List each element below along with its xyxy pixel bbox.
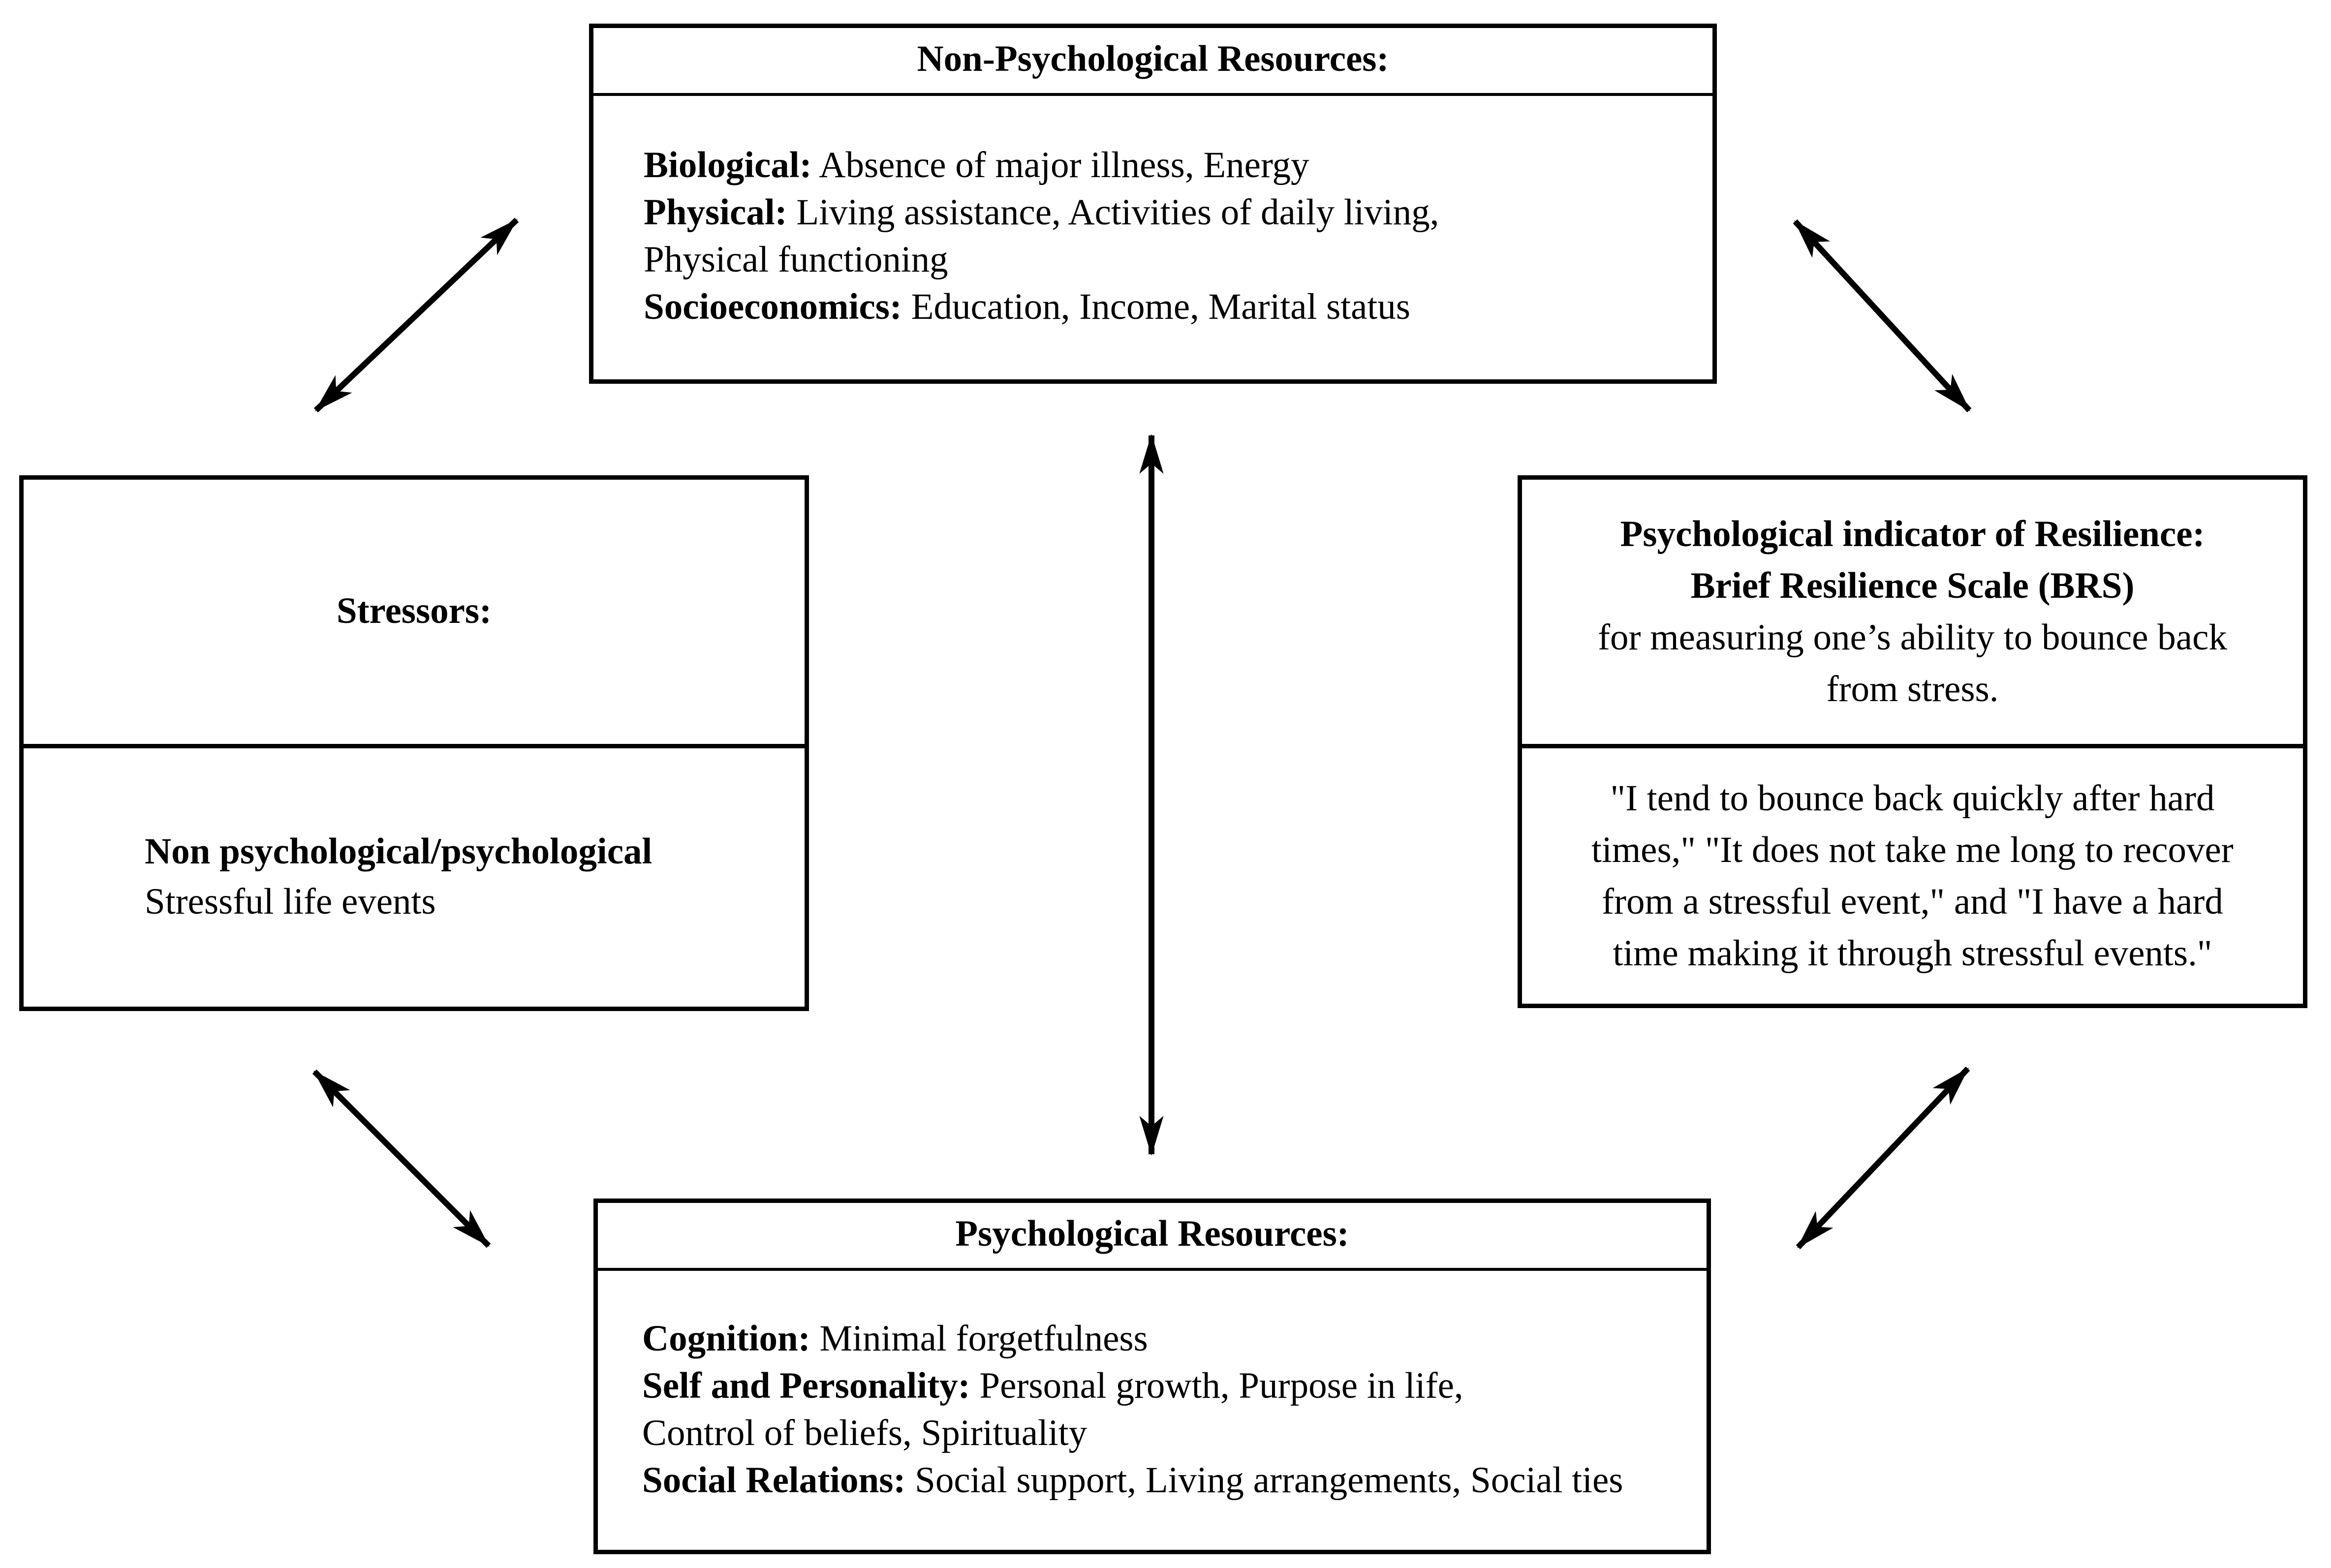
text-line: Stressful life events bbox=[145, 882, 436, 922]
double-arrow-stressors-psych bbox=[312, 1069, 491, 1248]
text-line: Control of beliefs, Spirituality bbox=[642, 1413, 1088, 1453]
text-line: Biological: Absence of major illness, En… bbox=[644, 146, 1309, 186]
text-line: for measuring one’s ability to bounce ba… bbox=[1598, 617, 2227, 658]
double-arrow-stressors-nonpsych bbox=[313, 217, 519, 413]
text-line: time making it through stressful events.… bbox=[1613, 933, 2212, 974]
text-line: Brief Resilience Scale (BRS) bbox=[1690, 566, 2135, 606]
non-psychological-resources-title: Non-Psychological Resources: bbox=[593, 28, 1712, 96]
stressors-title: Stressors: bbox=[24, 480, 805, 748]
text-line: Physical: Living assistance, Activities … bbox=[644, 193, 1439, 233]
text-line: Physical functioning bbox=[644, 241, 948, 280]
text-line: "I tend to bounce back quickly after har… bbox=[1610, 778, 2215, 819]
text-line: times," "It does not take me long to rec… bbox=[1591, 830, 2234, 870]
non-psychological-resources-body: Biological: Absence of major illness, En… bbox=[593, 96, 1712, 379]
resilience-indicator-box: Psychological indicator of Resilience: Br… bbox=[1518, 475, 2307, 1008]
stressors-box: Stressors: Non psychological/psychologic… bbox=[19, 475, 809, 1011]
text-line: Social Relations: Social support, Living… bbox=[642, 1460, 1623, 1501]
text-line: Non psychological/psychological bbox=[145, 831, 653, 872]
text-line: from a stressful event," and "I have a h… bbox=[1602, 882, 2223, 922]
non-psychological-resources-box: Non-Psychological Resources: Biological:… bbox=[589, 24, 1717, 384]
double-arrow-nonpsych-resilience bbox=[1793, 219, 1972, 413]
text-line: Self and Personality: Personal growth, P… bbox=[642, 1366, 1463, 1406]
psychological-resources-box: Psychological Resources: Cognition: Mini… bbox=[593, 1199, 1711, 1554]
text-line: Socioeconomics: Education, Income, Marit… bbox=[644, 288, 1410, 328]
text-line: Psychological indicator of Resilience: bbox=[1620, 514, 2205, 554]
resilience-indicator-title: Psychological indicator of Resilience: Br… bbox=[1522, 480, 2303, 748]
resilience-indicator-quotes: "I tend to bounce back quickly after har… bbox=[1522, 748, 2303, 1004]
psychological-resources-title: Psychological Resources: bbox=[598, 1203, 1707, 1271]
text-line: Cognition: Minimal forgetfulness bbox=[642, 1319, 1148, 1359]
double-arrow-psych-resilience bbox=[1796, 1066, 1970, 1250]
text-line: from stress. bbox=[1826, 669, 1999, 709]
